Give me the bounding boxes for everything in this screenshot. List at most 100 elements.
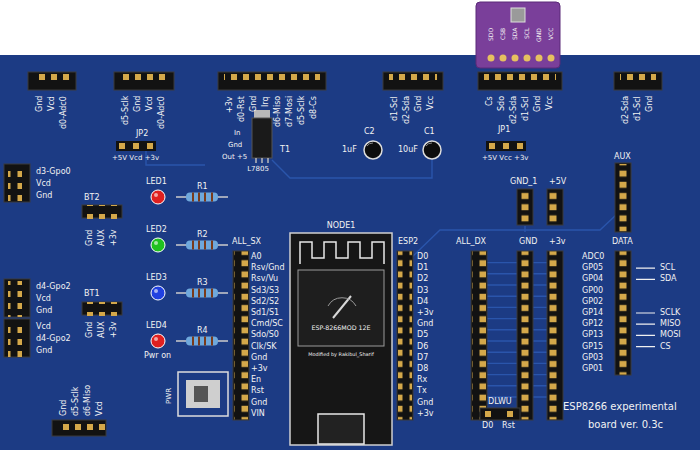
top-headers xyxy=(28,72,662,90)
silkscreen-label: D3 xyxy=(417,287,428,295)
silkscreen-label: GP02 xyxy=(582,298,603,306)
silkscreen-label: d2-Sda xyxy=(510,96,518,124)
silkscreen-label: Out +5 xyxy=(222,154,247,161)
capacitors xyxy=(364,141,441,159)
silkscreen-label: Gnd xyxy=(228,142,242,149)
silkscreen-label: Rx xyxy=(417,376,427,384)
silkscreen-label: GP14 xyxy=(582,309,603,317)
silkscreen-label: Vcd xyxy=(36,295,51,303)
silkscreen-label: +3v xyxy=(226,96,234,113)
silkscreen-label: d1-Scl xyxy=(391,96,399,121)
silkscreen-label: d0-Adc0 xyxy=(158,96,166,129)
silkscreen-label: 10uF xyxy=(398,146,418,154)
silkscreen-label: GP01 xyxy=(582,365,603,373)
silkscreen-label: Vcd xyxy=(36,323,51,331)
silkscreen-label: LED4 xyxy=(146,322,167,330)
left-headers xyxy=(4,164,122,436)
silkscreen-label: d2-Sda xyxy=(622,96,630,124)
silkscreen-label: Gnd xyxy=(646,96,654,112)
silkscreen-label: L7805 xyxy=(247,166,269,173)
silkscreen-label: d0-Rst xyxy=(238,96,246,122)
silkscreen-label: SCL xyxy=(660,264,675,272)
silkscreen-label: Clk/SK xyxy=(251,343,276,351)
esp-module xyxy=(290,233,392,445)
silkscreen-label: LED2 xyxy=(146,226,167,234)
silkscreen-label: GP13 xyxy=(582,331,603,339)
silkscreen-label: GP05 xyxy=(582,264,603,272)
silkscreen-label: C1 xyxy=(424,128,435,136)
silkscreen-label: D6 xyxy=(417,343,428,351)
silkscreen-label: Gnd xyxy=(36,96,44,112)
silkscreen-label: Gnd xyxy=(415,96,423,112)
silkscreen-label: Sd2/S2 xyxy=(251,298,279,306)
silkscreen-label: In xyxy=(234,130,241,137)
silkscreen-label: d7-Mosi xyxy=(286,96,294,127)
silkscreen-label: 1uF xyxy=(342,146,357,154)
silkscreen-label: JP1 xyxy=(498,126,510,134)
signal-dashes xyxy=(636,268,655,346)
silkscreen-label: +3v xyxy=(549,238,566,246)
silkscreen-label: GND xyxy=(536,28,542,42)
silkscreen-label: BT2 xyxy=(84,194,99,202)
silkscreen-label: Tx xyxy=(417,387,427,395)
silkscreen-label: d1-Scl xyxy=(522,96,530,121)
silkscreen-label: Gnd xyxy=(417,320,433,328)
silkscreen-label: d2-Sda xyxy=(403,96,411,124)
silkscreen-label: SCLK xyxy=(660,309,680,317)
silkscreen-label: MISO xyxy=(660,320,681,328)
silkscreen-label: GND_1 xyxy=(510,178,537,186)
silkscreen-label: Rst xyxy=(251,387,264,395)
silkscreen-label: D5 xyxy=(417,331,428,339)
silkscreen-label: D7 xyxy=(417,354,428,362)
silkscreen-label: +3v xyxy=(417,309,434,317)
silkscreen-label: BT1 xyxy=(84,290,99,298)
silkscreen-label: d8-Cs xyxy=(310,96,318,119)
silkscreen-label: Gnd xyxy=(86,322,94,338)
silkscreen-label: Sd1/S1 xyxy=(251,309,279,317)
silkscreen-label: d6-Miso xyxy=(274,96,282,127)
silkscreen-label: AUX xyxy=(98,321,106,338)
silkscreen-label: SCL xyxy=(524,28,530,39)
silkscreen-label: PWR xyxy=(166,388,173,404)
silkscreen-label: Pwr on xyxy=(144,352,171,360)
silkscreen-label: LED1 xyxy=(146,178,167,186)
silkscreen-label: R1 xyxy=(197,183,208,191)
silkscreen-label: D0 xyxy=(482,422,493,430)
silkscreen-label: Rsv/Gnd xyxy=(251,264,285,272)
silkscreen-label: Gnd xyxy=(417,399,433,407)
silkscreen-label: Vcc xyxy=(427,96,435,110)
silkscreen-label: Irq xyxy=(262,96,270,107)
silkscreen-label: GP00 xyxy=(582,287,603,295)
silkscreen-label: board ver. 0.3c xyxy=(588,420,663,430)
silkscreen-label: Rsv/Vu xyxy=(251,275,278,283)
resistors xyxy=(176,193,228,346)
silkscreen-label: Gnd xyxy=(60,400,68,416)
silkscreen-label: GP15 xyxy=(582,343,603,351)
silkscreen-label: Gnd xyxy=(251,354,267,362)
silkscreen-label: Vcd xyxy=(146,96,154,111)
power-switch xyxy=(178,372,228,416)
silkscreen-label: A0 xyxy=(251,253,262,261)
silkscreen-label: d4-Gpo2 xyxy=(36,335,71,343)
silkscreen-label: d5-Sclk xyxy=(122,96,130,125)
module-name: ESP-8266MOD 12E xyxy=(290,325,392,331)
silkscreen-label: +3v xyxy=(110,321,118,338)
silkscreen-label: ADC0 xyxy=(582,253,604,261)
silkscreen-label: ALL_SX xyxy=(232,238,261,246)
silkscreen-label: CSB xyxy=(500,28,506,40)
silkscreen-label: AUX xyxy=(98,229,106,246)
silkscreen-label: GP12 xyxy=(582,320,603,328)
silkscreen-label: C2 xyxy=(364,128,375,136)
voltage-regulator xyxy=(252,110,272,163)
silkscreen-label: D2 xyxy=(417,275,428,283)
silkscreen-label: Gnd xyxy=(250,96,258,112)
module-credit: Modified by Rakibul_Sharif xyxy=(290,352,392,357)
silkscreen-label: +3v xyxy=(417,410,434,418)
silkscreen-label: Gnd xyxy=(36,192,52,200)
silkscreen-label: R4 xyxy=(197,327,208,335)
silkscreen-label: Cmd/SC xyxy=(251,320,283,328)
silkscreen-label: +3v xyxy=(110,229,118,246)
silkscreen-label: DLWU xyxy=(488,398,512,406)
silkscreen-label: GND xyxy=(519,238,537,246)
silkscreen-label: Sdo/S0 xyxy=(251,331,279,339)
